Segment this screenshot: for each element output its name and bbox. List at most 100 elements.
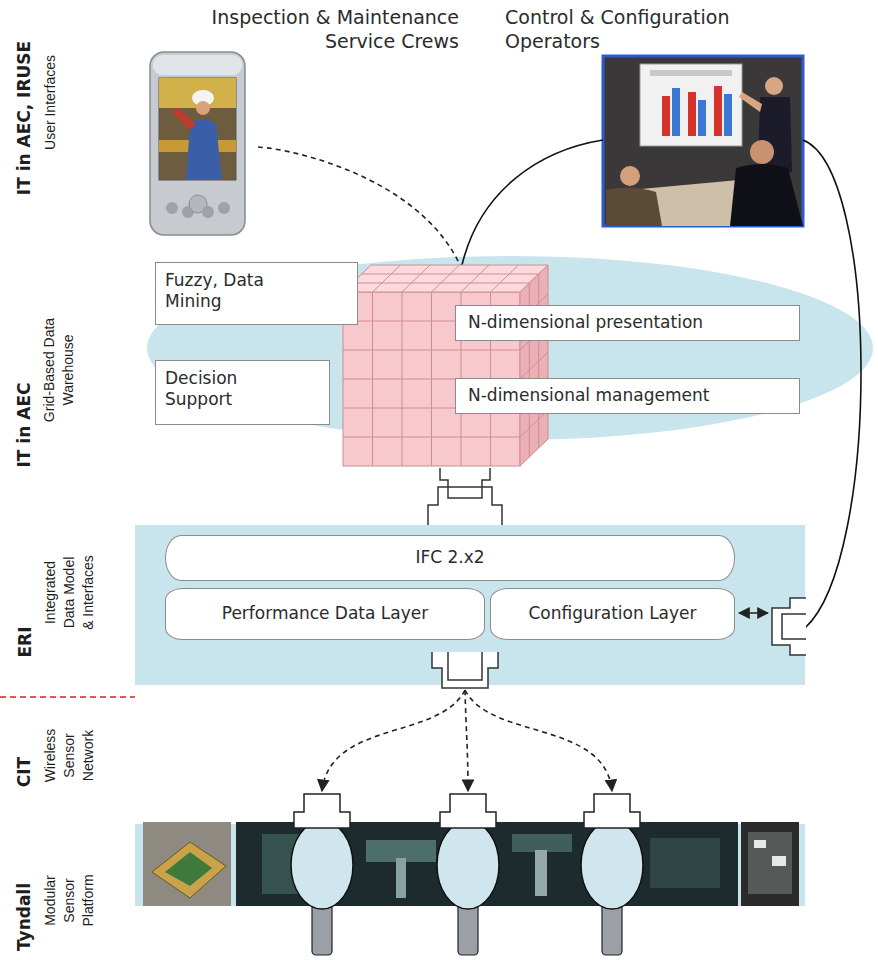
box-label: N-dimensional presentation xyxy=(468,312,703,333)
layer-name: Tyndall xyxy=(14,883,34,951)
layer-name: IT in AEC, IRUSE xyxy=(14,41,34,195)
data-cube xyxy=(343,265,548,292)
sensor-photo xyxy=(650,838,720,888)
box-label: Decision Support xyxy=(165,368,285,411)
sensor-photo xyxy=(754,840,766,848)
layer-description: Wireless Sensor Network xyxy=(40,725,97,785)
layer-description: Modular Sensor Platform xyxy=(40,870,97,930)
data-cube xyxy=(520,352,548,379)
pda-picture xyxy=(159,78,236,180)
sensor-node xyxy=(291,821,353,909)
box-label: N-dimensional management xyxy=(468,385,709,406)
interface-plug xyxy=(772,598,806,655)
function-box: Fuzzy, Data Mining xyxy=(155,262,358,325)
sensor-plug xyxy=(294,794,640,828)
data-cube xyxy=(432,265,460,292)
sensor-photo xyxy=(152,842,226,898)
wireless-arrow xyxy=(465,690,468,791)
data-cube xyxy=(491,265,519,292)
wireless-link xyxy=(258,147,460,265)
box-label: Performance Data Layer xyxy=(222,603,429,624)
group-heading: Inspection & Maintenance Service Crews xyxy=(140,6,459,54)
group-heading: Control & Configuration Operators xyxy=(505,6,829,54)
box-label: IFC 2.x2 xyxy=(415,547,484,568)
operators-photo xyxy=(750,140,774,164)
wireless-arrow xyxy=(322,690,465,791)
sensor-photo xyxy=(143,822,231,906)
data-layer: IFC 2.x2 xyxy=(165,535,735,581)
interface-plug xyxy=(448,652,482,680)
operators-photo xyxy=(662,96,670,136)
operators-photo xyxy=(724,94,732,136)
operators-photo xyxy=(603,56,803,226)
sensor-photo xyxy=(535,850,547,896)
box-label: Configuration Layer xyxy=(528,603,696,624)
operators-photo xyxy=(714,86,722,136)
function-box: Decision Support xyxy=(155,360,330,425)
pda-picture xyxy=(166,202,178,214)
interface-plug xyxy=(432,652,498,688)
operators-photo xyxy=(640,64,742,146)
data-cube xyxy=(352,283,529,284)
sensor-plug xyxy=(294,794,350,828)
sensor-photo xyxy=(772,856,786,866)
config-arrow xyxy=(739,612,768,614)
function-box: N-dimensional presentation xyxy=(455,305,800,341)
layer-name: IT in AEC xyxy=(14,383,34,468)
layer-name: CIT xyxy=(14,757,34,787)
layer-description: Integrated Data Model & Interfaces xyxy=(40,552,97,632)
data-cube xyxy=(520,265,548,466)
data-cube xyxy=(461,265,489,292)
sensor-photo xyxy=(741,822,799,906)
operators-photo xyxy=(698,100,706,136)
user-group: Control & Configuration Operators xyxy=(500,4,829,230)
operators-photo xyxy=(672,88,680,136)
user-group: Inspection & Maintenance Service Crews xyxy=(140,4,464,240)
data-cube xyxy=(343,350,520,351)
data-cube xyxy=(520,410,548,437)
sensor-node xyxy=(437,821,499,909)
pda-picture xyxy=(172,108,196,130)
interface-plug xyxy=(782,614,806,639)
pda-picture xyxy=(150,52,245,235)
data-cube xyxy=(362,274,539,275)
layer-description: User Interfaces xyxy=(40,37,59,167)
data-cube xyxy=(373,265,401,292)
operators-photo xyxy=(730,164,803,226)
separator-line xyxy=(0,696,135,698)
sensor-plug xyxy=(440,794,496,828)
data-cube xyxy=(402,265,430,292)
data-layer: Performance Data Layer xyxy=(165,588,485,640)
sensor-photo xyxy=(165,852,212,886)
layer-description: Grid-Based Data Warehouse xyxy=(40,315,78,425)
function-box: N-dimensional management xyxy=(455,378,800,414)
operators-photo xyxy=(765,77,783,95)
data-cube xyxy=(343,265,548,466)
wired-link xyxy=(803,140,861,628)
wireless-arrow xyxy=(465,690,612,791)
operators-photo xyxy=(620,166,640,186)
sensor-node xyxy=(291,821,643,909)
interface-plug xyxy=(428,468,502,525)
sensor-photo xyxy=(396,858,406,898)
data-layer: Configuration Layer xyxy=(490,588,735,640)
layer-name: ERI xyxy=(14,626,34,657)
operators-photo xyxy=(603,56,803,226)
sensor-node xyxy=(581,821,643,909)
sensor-photo xyxy=(748,832,792,894)
pda-picture xyxy=(196,101,210,115)
pda-picture xyxy=(150,52,245,235)
pda-picture xyxy=(159,78,236,108)
data-cube xyxy=(538,274,539,448)
pda-picture xyxy=(218,202,230,214)
wireless-arrow xyxy=(322,690,612,791)
box-label: Fuzzy, Data Mining xyxy=(165,270,275,313)
interface-plug xyxy=(440,468,490,498)
wired-link xyxy=(462,140,603,265)
operators-photo xyxy=(688,92,696,136)
interface-plug xyxy=(432,652,498,688)
pda-picture xyxy=(153,55,242,75)
interface-plug xyxy=(428,487,502,525)
interface-plug xyxy=(772,598,806,655)
